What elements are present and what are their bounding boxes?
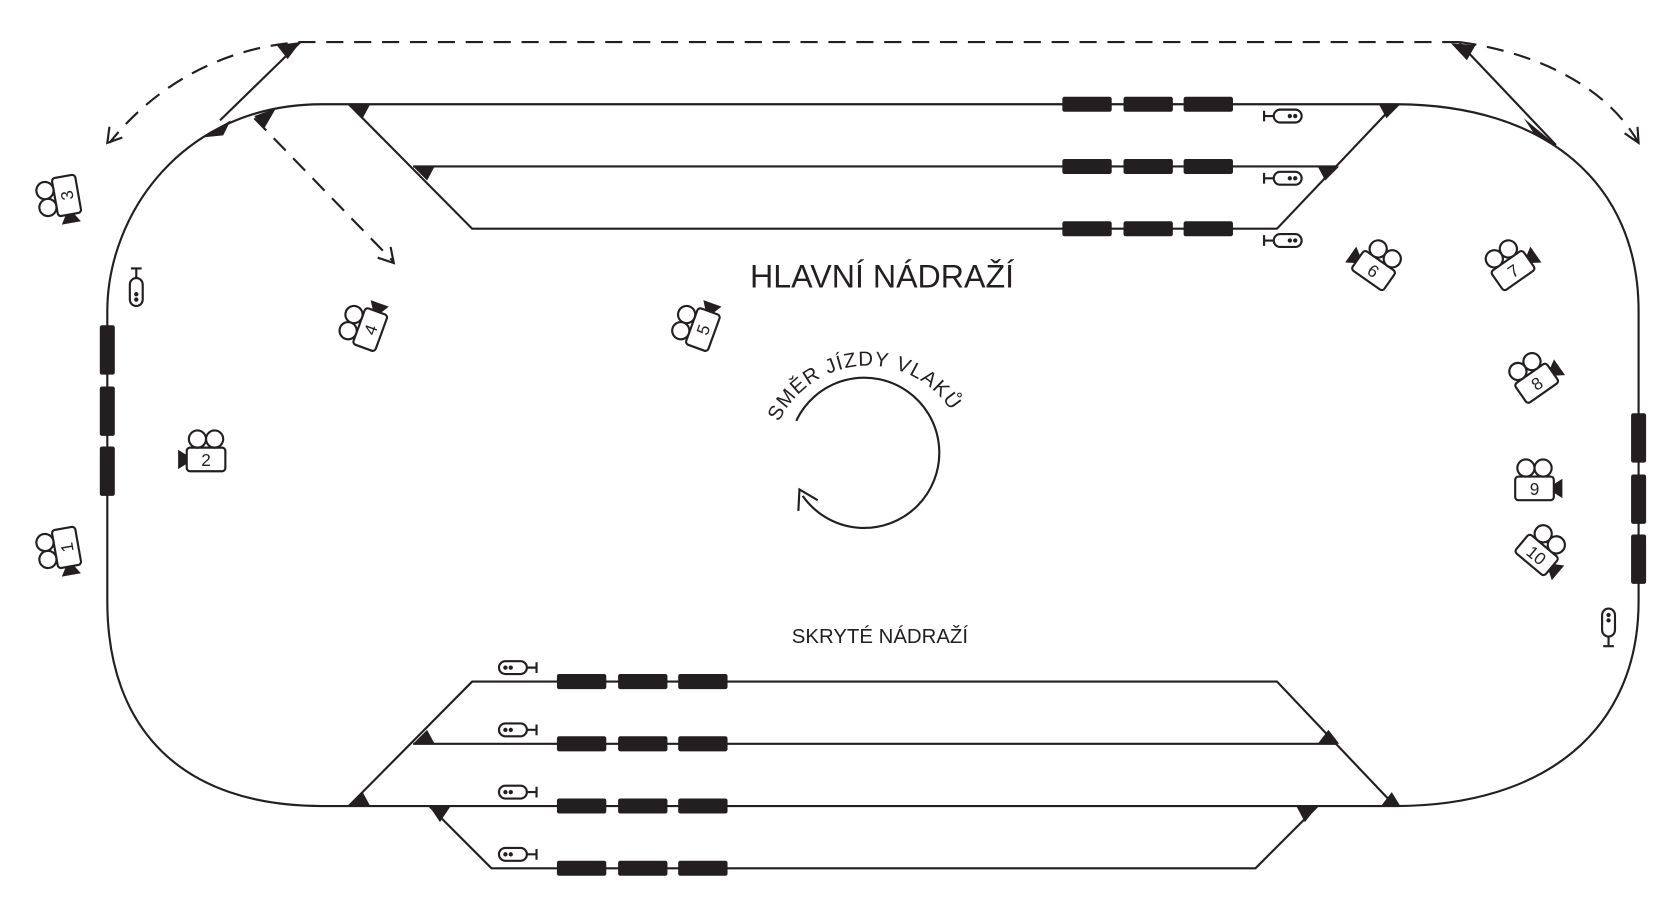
camera-icon-2: 2 bbox=[178, 429, 227, 473]
signals bbox=[128, 108, 1617, 862]
hidden-station-label: SKRYTÉ NÁDRAŽÍ bbox=[792, 625, 969, 648]
train-car bbox=[556, 674, 607, 690]
train bbox=[556, 736, 728, 752]
train bbox=[1062, 158, 1233, 174]
train-car bbox=[1183, 96, 1233, 112]
trains bbox=[99, 96, 1647, 876]
direction-label: SMĚR JÍZDY VLAKŮ bbox=[764, 349, 967, 425]
train-car bbox=[1062, 96, 1112, 112]
camera-icon-10: 10 bbox=[1514, 524, 1566, 581]
main-station-label: HLAVNÍ NÁDRAŽÍ bbox=[750, 259, 1014, 295]
main-loop-track bbox=[106, 103, 1640, 808]
train bbox=[556, 860, 728, 876]
camera-icon-8: 8 bbox=[1508, 351, 1566, 404]
signal-icon bbox=[1263, 170, 1303, 186]
train-car bbox=[99, 446, 115, 496]
train-car bbox=[618, 674, 668, 690]
camera-icon-1: 1 bbox=[35, 525, 83, 577]
main-station-tracks bbox=[219, 41, 1557, 230]
train-car bbox=[99, 325, 115, 375]
train-car bbox=[618, 798, 668, 814]
signal-icon bbox=[1263, 108, 1303, 124]
train bbox=[556, 798, 728, 814]
signal-icon bbox=[1263, 233, 1303, 249]
camera-number: 9 bbox=[1530, 479, 1540, 499]
train-car bbox=[1123, 96, 1173, 112]
train-car bbox=[1631, 534, 1647, 584]
cameras: 1 2 3 4 5 6 7 8 9 10 bbox=[35, 173, 1566, 581]
train-car bbox=[678, 798, 728, 814]
train-car bbox=[1631, 474, 1647, 524]
train-car bbox=[618, 736, 668, 752]
train bbox=[1631, 413, 1647, 584]
camera-number: 2 bbox=[201, 450, 211, 470]
camera-number: 3 bbox=[56, 189, 77, 202]
train-car bbox=[618, 860, 668, 876]
camera-icon-3: 3 bbox=[35, 173, 83, 225]
train-car bbox=[1183, 158, 1233, 174]
train-car bbox=[1183, 221, 1233, 237]
dashed-route-lines bbox=[106, 40, 1640, 265]
direction-arrow bbox=[795, 376, 941, 530]
signal-icon bbox=[497, 846, 538, 862]
train-car bbox=[556, 860, 607, 876]
train bbox=[1062, 96, 1233, 112]
direction-indicator: SMĚR JÍZDY VLAKŮ bbox=[764, 349, 967, 530]
train bbox=[556, 674, 728, 690]
train bbox=[1062, 221, 1233, 237]
train-car bbox=[556, 798, 607, 814]
camera-icon-9: 9 bbox=[1514, 458, 1563, 502]
signal-icon bbox=[497, 660, 538, 676]
hidden-station-tracks bbox=[347, 680, 1396, 870]
train-car bbox=[1123, 221, 1173, 237]
train-car bbox=[1062, 158, 1112, 174]
train-car bbox=[99, 386, 115, 436]
camera-icon-7: 7 bbox=[1484, 239, 1542, 292]
train-car bbox=[678, 736, 728, 752]
turnout-markers bbox=[201, 42, 1556, 823]
camera-icon-6: 6 bbox=[1345, 239, 1402, 292]
signal-icon bbox=[128, 267, 144, 308]
camera-icon-4: 4 bbox=[338, 300, 389, 352]
signal-icon bbox=[497, 784, 538, 800]
camera-icon-5: 5 bbox=[671, 300, 722, 352]
train-car bbox=[1062, 221, 1112, 237]
direction-arrowhead bbox=[797, 487, 819, 511]
signal-icon bbox=[497, 722, 538, 738]
train-car bbox=[556, 736, 607, 752]
train-car bbox=[1123, 158, 1173, 174]
train-car bbox=[678, 674, 728, 690]
train-car bbox=[678, 860, 728, 876]
train bbox=[99, 325, 115, 496]
train-car bbox=[1631, 413, 1647, 463]
camera-number: 1 bbox=[56, 541, 77, 554]
signal-icon bbox=[1601, 607, 1617, 648]
